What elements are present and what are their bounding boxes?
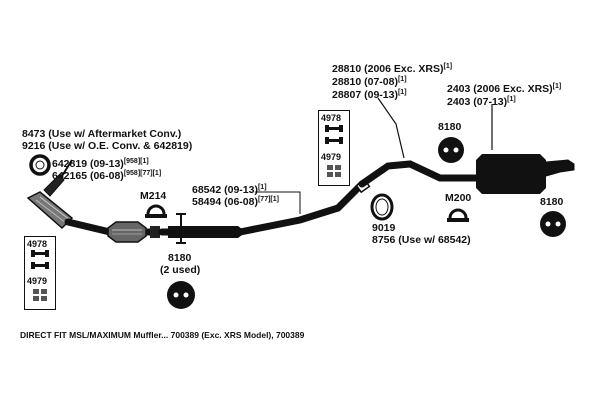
label-9216: 9216 (Use w/ O.E. Conv. & 642819) <box>22 140 193 152</box>
label-8756: 8756 (Use w/ 68542) <box>372 234 471 246</box>
hanger-8180-top-icon <box>438 137 464 163</box>
label-9019: 9019 <box>372 222 396 234</box>
kit-left-icons <box>31 250 49 301</box>
kit-mid-icons <box>325 125 343 177</box>
hardware-kit-left: 4978 4979 <box>24 236 56 310</box>
muffler <box>476 154 575 194</box>
m200-clamp-icon <box>447 208 469 222</box>
label-642819: 642819 (09-13)[958][1] <box>52 158 149 170</box>
m214-clamp-icon <box>145 204 167 218</box>
label-8180-used-qty: (2 used) <box>160 264 201 276</box>
label-28810-2006: 28810 (2006 Exc. XRS)[1] <box>332 63 453 75</box>
label-8180-used: 8180 <box>168 252 192 264</box>
label-8473: 8473 (Use w/ Aftermarket Conv.) <box>22 128 182 140</box>
label-2403-2006: 2403 (2006 Exc. XRS)[1] <box>447 83 562 95</box>
label-m214: M214 <box>140 190 167 202</box>
label-642165: 642165 (06-08)[958][77][1] <box>52 170 162 182</box>
kit-left-bottom-label: 4979 <box>27 276 48 286</box>
label-8180-top: 8180 <box>438 121 462 133</box>
front-pipe <box>64 218 160 243</box>
kit-mid-bottom-label: 4979 <box>321 152 342 162</box>
label-28807: 28807 (09-13)[1] <box>332 89 407 101</box>
intermediate-pipe <box>158 180 366 238</box>
hardware-kit-mid: 4978 4979 <box>318 110 350 186</box>
label-68542: 68542 (09-13)[1] <box>192 184 267 196</box>
label-2403-0713: 2403 (07-13)[1] <box>447 96 516 108</box>
kit-left-top-label: 4978 <box>27 239 48 249</box>
label-8180-right: 8180 <box>540 196 564 208</box>
front-converter <box>26 159 74 230</box>
gasket-9019-icon <box>370 193 394 221</box>
label-28810-0708: 28810 (07-08)[1] <box>332 76 407 88</box>
kit-mid-top-label: 4978 <box>321 113 342 123</box>
hanger-8180-right-icon <box>540 211 566 237</box>
donut-gasket-icon <box>29 154 51 176</box>
label-58494: 58494 (06-08)[77][1] <box>192 196 279 208</box>
label-m200: M200 <box>445 192 472 204</box>
footer-note: DIRECT FIT MSL/MAXIMUM Muffler... 700389… <box>20 330 305 340</box>
tail-pipe <box>358 160 484 188</box>
hanger-8180-used-icon <box>167 281 195 309</box>
